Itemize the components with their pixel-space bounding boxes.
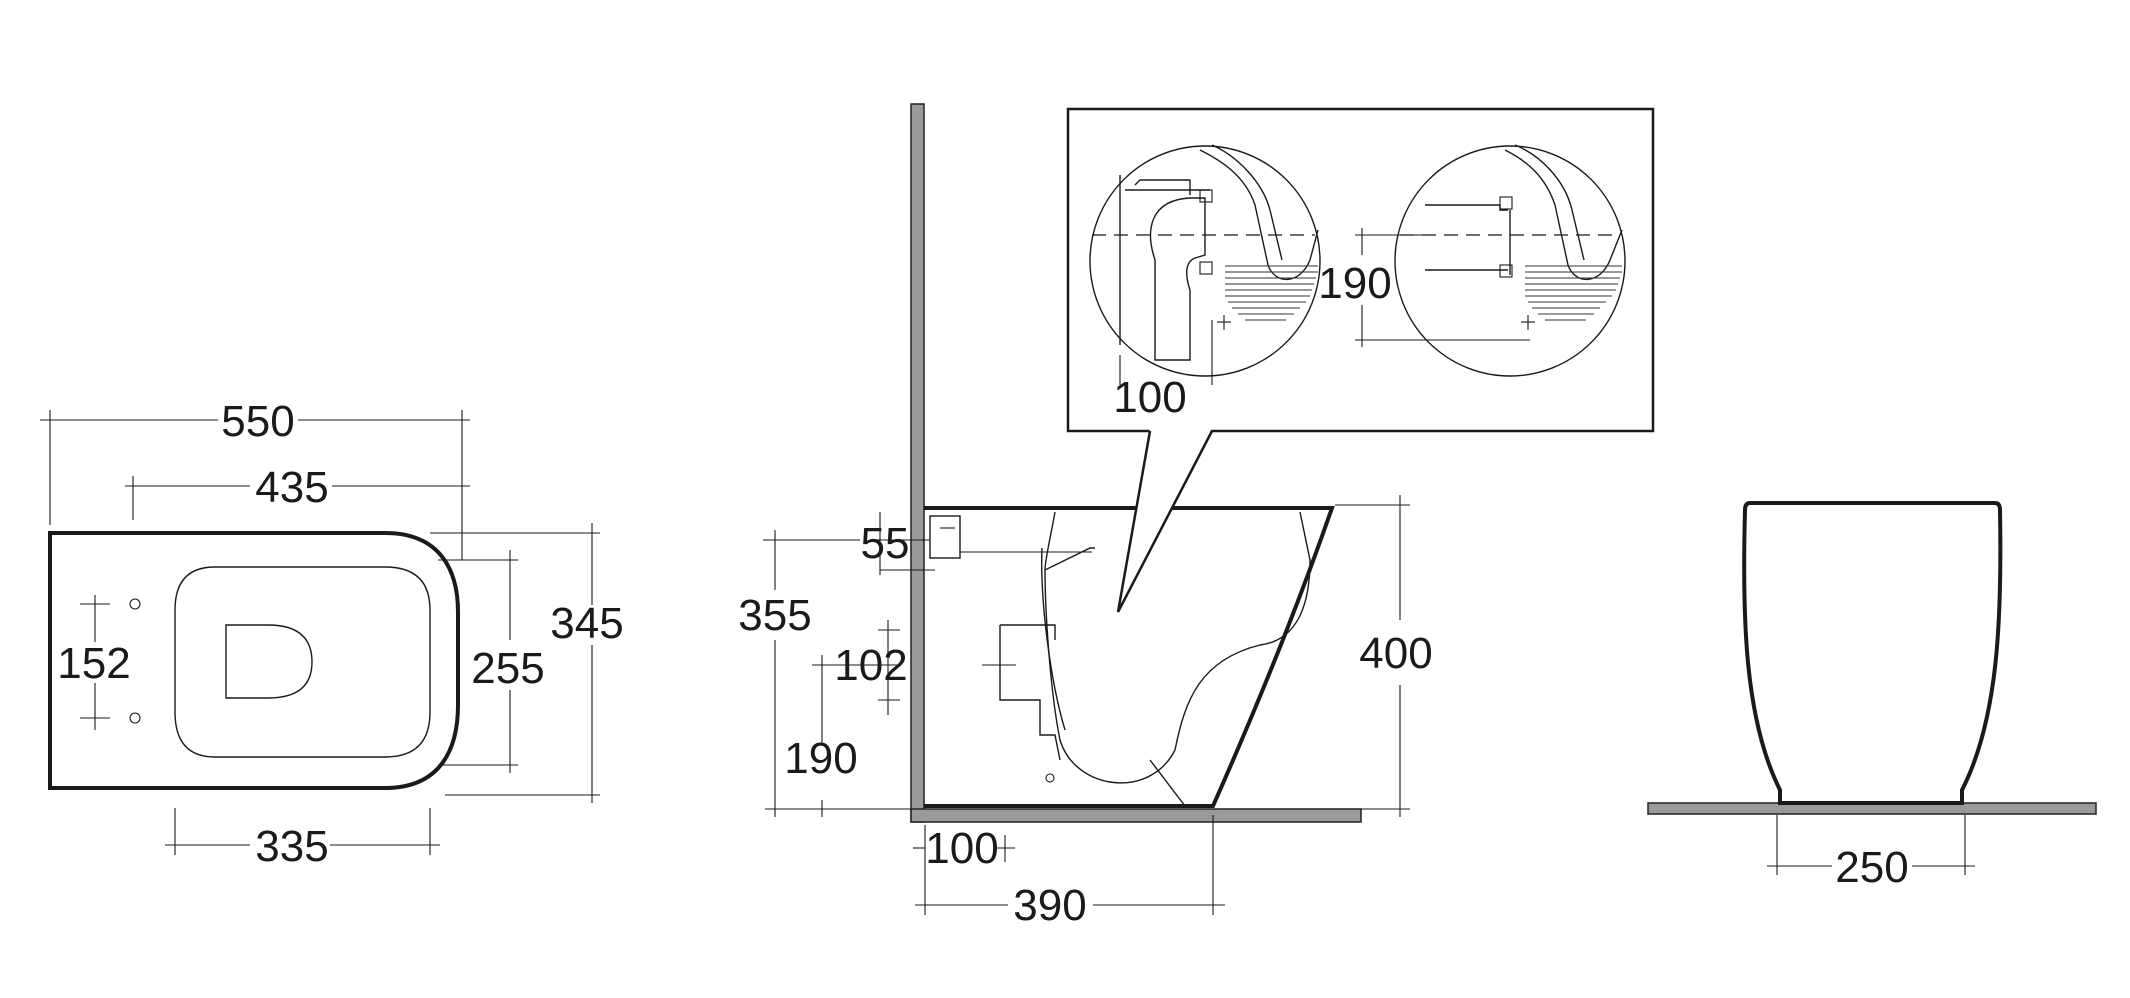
seat-opening-outline <box>174 566 431 758</box>
wall <box>910 103 925 823</box>
floor-outlet-detail <box>1092 144 1319 385</box>
side-view: 400 355 55 102 190 100 390 <box>738 103 1433 930</box>
fixing-hole-bottom <box>129 712 141 724</box>
dim-wall-to-inlet: 55 <box>861 519 910 568</box>
detail-callout: 100 <box>1066 107 1655 613</box>
dim-base-width: 250 <box>1835 843 1908 892</box>
dim-projection: 390 <box>1013 881 1086 930</box>
side-view-outline <box>924 506 1335 808</box>
bowl-water-outline <box>225 624 313 699</box>
dim-overall-length: 550 <box>221 397 294 446</box>
floor <box>910 808 1362 823</box>
front-view: 250 <box>1647 501 2097 892</box>
detail-circle-floor <box>1089 145 1321 377</box>
dim-wall-outlet-height: 190 <box>1318 259 1391 308</box>
dim-seat-opening-length: 335 <box>255 822 328 871</box>
dim-fixing-hole-spacing: 152 <box>57 639 130 688</box>
top-view-outline <box>48 531 460 790</box>
dim-seat-opening-width: 255 <box>471 644 544 693</box>
dim-height: 400 <box>1359 629 1432 678</box>
detail-frame <box>1066 107 1655 433</box>
dim-outlet-offset: 102 <box>834 641 907 690</box>
wall-outlet-detail <box>1355 144 1623 347</box>
fixing-hole-top <box>129 598 141 610</box>
front-view-outline <box>1742 501 2003 805</box>
dim-inlet-height: 355 <box>738 591 811 640</box>
dim-wall-to-outlet: 100 <box>925 824 998 873</box>
dim-length-to-rim: 435 <box>255 463 328 512</box>
dim-overall-width: 345 <box>550 599 623 648</box>
detail-circle-wall <box>1394 145 1626 377</box>
dim-outlet-height: 190 <box>784 734 857 783</box>
dim-floor-outlet-offset: 100 <box>1113 373 1186 422</box>
top-view: 550 435 345 255 152 335 <box>40 397 624 871</box>
